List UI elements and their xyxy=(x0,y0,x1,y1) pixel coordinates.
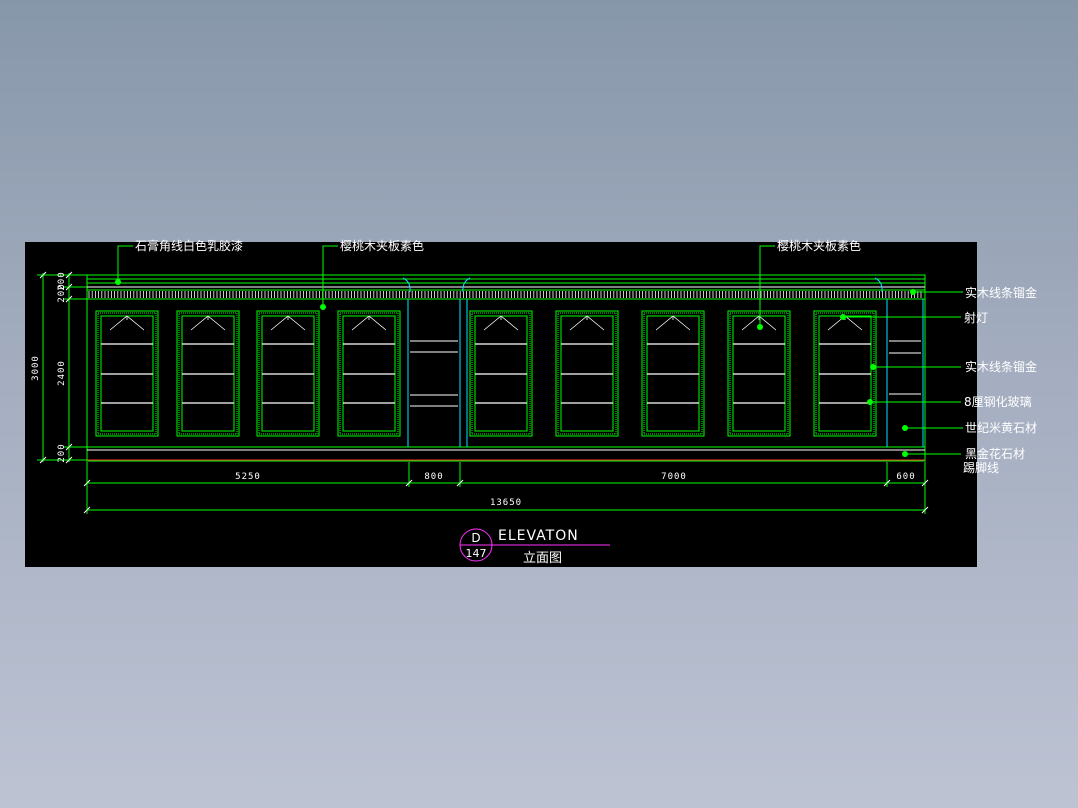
horizontal-dimension-texts: 5250 800 7000 600 13650 xyxy=(235,472,915,508)
callout-top-3: 樱桃木夹板素色 xyxy=(777,238,861,253)
dim-vertical-4: 200 xyxy=(57,443,67,462)
marker-top-text: D xyxy=(471,531,480,545)
callout-right-3: 实木线条镏金 xyxy=(965,359,1037,374)
drawing-title-cn: 立面图 xyxy=(523,551,562,566)
cabinet-unit xyxy=(469,310,533,437)
dim-total: 13650 xyxy=(490,498,522,508)
right-callout-dots xyxy=(840,289,916,457)
cabinet-unit xyxy=(256,310,320,437)
elevation-drawing: 3000 200 200 2400 200 5250 800 7000 600 … xyxy=(31,238,1037,566)
callout-right-6: 黑金花石材 xyxy=(965,446,1025,461)
drawing-title-en: ELEVATON xyxy=(498,528,579,544)
callout-right-5: 世纪米黄石材 xyxy=(965,421,1037,435)
dim-vertical-3: 2400 xyxy=(57,360,67,386)
dim-vertical-1: 200 xyxy=(57,271,67,290)
cabinet-unit xyxy=(727,310,791,437)
callout-top-2: 樱桃木夹板素色 xyxy=(340,238,424,253)
callout-right-2: 射灯 xyxy=(964,310,988,325)
dentil-frieze xyxy=(88,291,922,298)
right-callouts xyxy=(843,291,963,455)
vertical-dimension-texts: 3000 200 200 2400 200 xyxy=(31,271,67,462)
cabinet-unit xyxy=(555,310,619,437)
cad-viewport[interactable]: 3000 200 200 2400 200 5250 800 7000 600 … xyxy=(25,238,1037,567)
dim-h-2: 800 xyxy=(424,472,443,482)
cabinet-unit xyxy=(95,310,159,437)
callout-right-4: 8厘钢化玻璃 xyxy=(964,395,1032,409)
dim-vertical-total: 3000 xyxy=(31,355,41,381)
top-callouts xyxy=(117,245,775,327)
cabinet-group xyxy=(95,310,877,437)
dim-h-3: 7000 xyxy=(661,472,687,482)
vertical-dimensions xyxy=(37,271,87,464)
title-block: D 147 ELEVATON 立面图 xyxy=(459,528,610,566)
cabinet-unit xyxy=(813,310,877,437)
dim-vertical-2: 200 xyxy=(57,283,67,302)
callout-right-7: 踢脚线 xyxy=(963,460,999,475)
horizontal-dimensions xyxy=(83,462,929,514)
cabinet-unit xyxy=(176,310,240,437)
callout-top-1: 石膏角线白色乳胶漆 xyxy=(135,238,243,253)
wall-outline xyxy=(86,274,926,462)
cabinet-unit xyxy=(641,310,705,437)
cabinet-unit xyxy=(337,310,401,437)
dim-h-1: 5250 xyxy=(235,472,261,482)
marker-bottom-text: 147 xyxy=(466,547,487,560)
callout-right-1: 实木线条镏金 xyxy=(965,285,1037,300)
opening-panels xyxy=(402,277,924,447)
dim-h-4: 600 xyxy=(896,472,915,482)
top-callout-dots xyxy=(115,279,763,330)
